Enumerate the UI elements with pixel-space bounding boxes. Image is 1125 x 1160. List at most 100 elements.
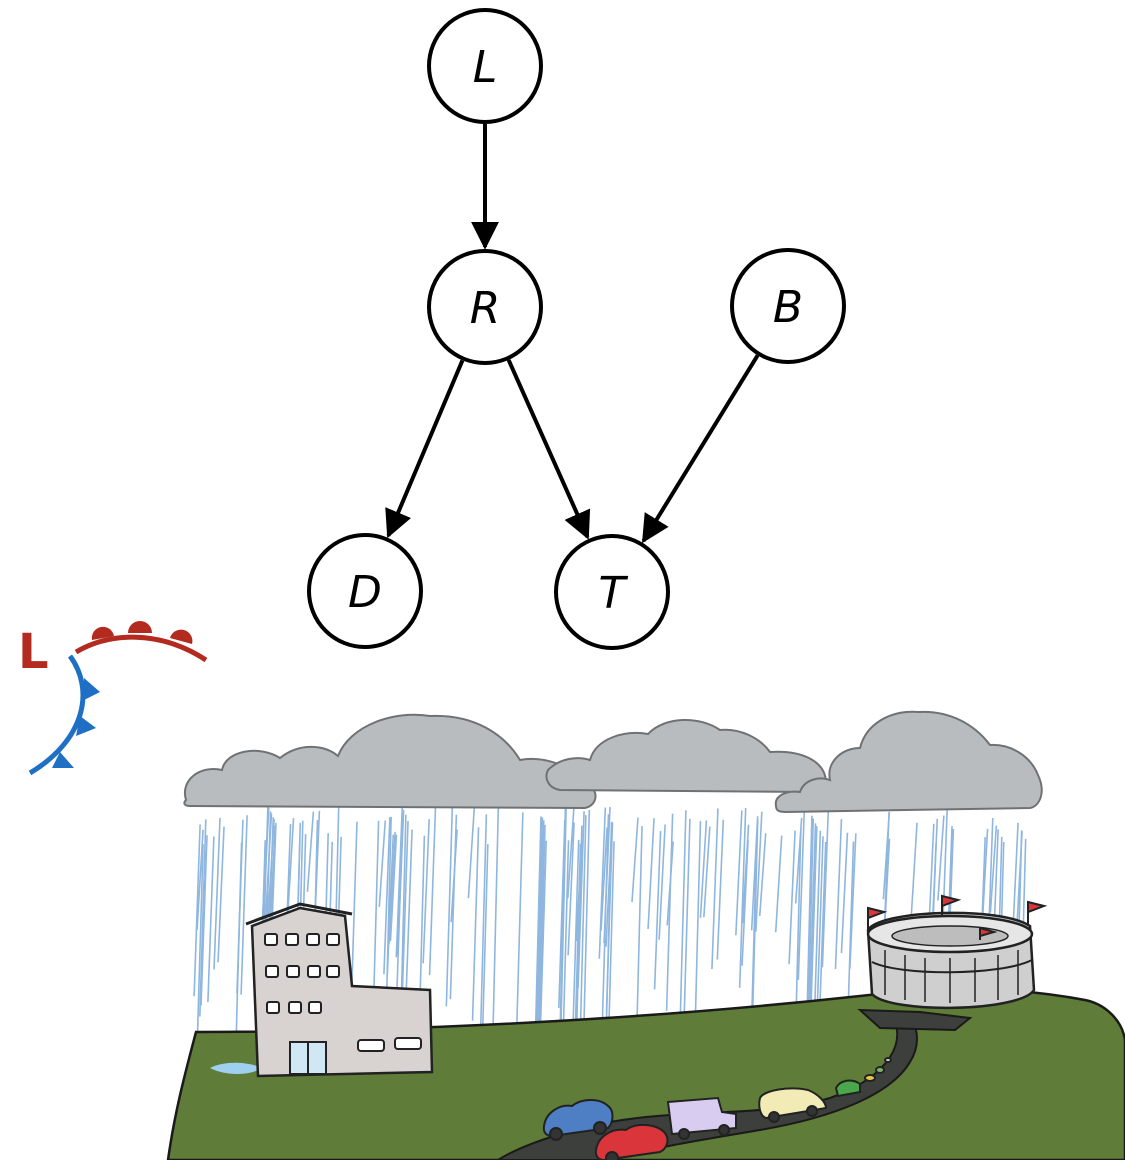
rain-streak (647, 818, 655, 929)
rain-streak (666, 841, 674, 926)
rain-streak (534, 816, 542, 1053)
node-label-B: B (773, 282, 803, 333)
rain-streak (821, 807, 830, 968)
yellow-van (758, 1087, 828, 1123)
cold-front-line (28, 654, 86, 776)
rain-streak (491, 808, 500, 1061)
rain-streak (558, 807, 567, 1061)
rain-streak (538, 824, 546, 1046)
rain-streak (840, 832, 849, 954)
rain-streak (567, 822, 575, 956)
rain-streak (471, 827, 480, 1021)
rain-streak (200, 835, 208, 1006)
node-T: T (554, 534, 670, 650)
rain-streak (199, 819, 207, 1017)
rain-streak (653, 831, 662, 990)
rain-streak (658, 824, 666, 940)
puddle (210, 1062, 262, 1074)
rain-streak (516, 812, 524, 1024)
node-L: L (427, 8, 543, 124)
edges (385, 124, 760, 544)
edge-R-D (385, 359, 465, 539)
rain-streak (601, 814, 610, 1020)
rain-streak (797, 809, 806, 980)
rain-streak (207, 836, 215, 1003)
rain-streak (834, 819, 843, 970)
node-D: D (307, 533, 423, 649)
blue-car (542, 1099, 614, 1141)
rain-streak (467, 806, 476, 899)
rain-streak (575, 839, 583, 942)
rain-streak (605, 822, 614, 1013)
cloud-middle (545, 719, 828, 794)
rain-streak (445, 806, 454, 1007)
rain-streak (428, 804, 437, 976)
warm-front-line (74, 634, 208, 663)
rain-streak (818, 841, 827, 1012)
rain-streak (261, 807, 270, 926)
rain-streak (479, 814, 488, 1041)
rain-streak (579, 815, 587, 1052)
node-label-T: T (599, 568, 629, 619)
rain-streak (699, 820, 708, 918)
rain-streak (788, 830, 796, 965)
rain-streak (937, 815, 945, 901)
stadium-plaza (857, 1008, 973, 1032)
rain-streak (196, 844, 204, 1049)
nodes: L R B D T (307, 8, 846, 650)
cloud-right (774, 710, 1043, 814)
rain-streak (267, 819, 275, 916)
rain-streak (306, 811, 315, 892)
rain-streak (395, 807, 404, 958)
node-label-R: R (470, 283, 501, 334)
rain-streak (758, 833, 767, 917)
rain-streak (679, 810, 687, 1033)
rain-streak (600, 827, 608, 931)
rain-streak (389, 834, 398, 942)
rain-streak (711, 808, 719, 970)
rain-streak (910, 822, 918, 920)
stadium (866, 894, 1048, 1009)
rain-streak (378, 820, 387, 908)
rain-streak (735, 810, 743, 936)
red-car (594, 1124, 669, 1160)
green-car (834, 1079, 861, 1098)
rain-streak (405, 829, 413, 996)
rain-streak (989, 825, 998, 913)
rain-streak (665, 813, 674, 1011)
rain-streak (213, 817, 221, 970)
rain-streak (240, 815, 248, 995)
rain-streak (683, 818, 691, 1025)
rain-streak (605, 821, 613, 947)
rain-streak (810, 826, 818, 1012)
rain-streak (193, 824, 201, 997)
small-cars (864, 1057, 892, 1082)
rain-streak (196, 829, 204, 930)
rain-streak (401, 821, 409, 1004)
rain-streak (396, 809, 405, 956)
rain-streak (383, 817, 391, 975)
edge-R-T (506, 359, 591, 540)
node-label-D: D (348, 567, 382, 618)
rain-streak (631, 817, 639, 902)
stadium-flags (867, 894, 1048, 940)
rain-streak (703, 826, 711, 918)
office-building (245, 902, 434, 1078)
rain-streak (849, 833, 857, 969)
edge-B-T (641, 354, 760, 544)
rain-streak (236, 819, 244, 994)
rain-streak (539, 840, 548, 1035)
rain-streak (217, 826, 225, 963)
rain-streak (567, 808, 575, 899)
node-R: R (427, 249, 543, 365)
rain-streak (286, 818, 295, 919)
rain-streak (535, 817, 544, 1061)
rain-streak (774, 835, 783, 933)
rain-streak (755, 811, 763, 932)
cloud-left (183, 713, 597, 810)
rain-streak (816, 836, 824, 1017)
rain-streak (598, 807, 607, 959)
rain-streak (741, 824, 750, 924)
low-pressure-letter: L (18, 624, 49, 680)
